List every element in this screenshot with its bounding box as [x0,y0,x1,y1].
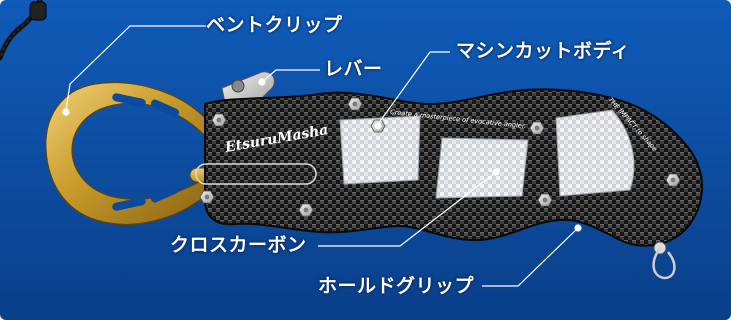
machined-windows [339,109,635,199]
body-slot [195,163,317,185]
label-cross-carbon: クロスカーボン [170,234,307,256]
ring-hook-icon [652,241,676,280]
leader-lines [62,25,582,287]
label-hold-grip: ホールドグリップ [318,275,475,297]
label-vent-clip: ベントクリップ [206,14,343,36]
label-lever: レバー [324,58,383,80]
label-machined-body: マシンカットボディ [456,40,631,62]
lanyard-cord-icon [0,0,47,61]
